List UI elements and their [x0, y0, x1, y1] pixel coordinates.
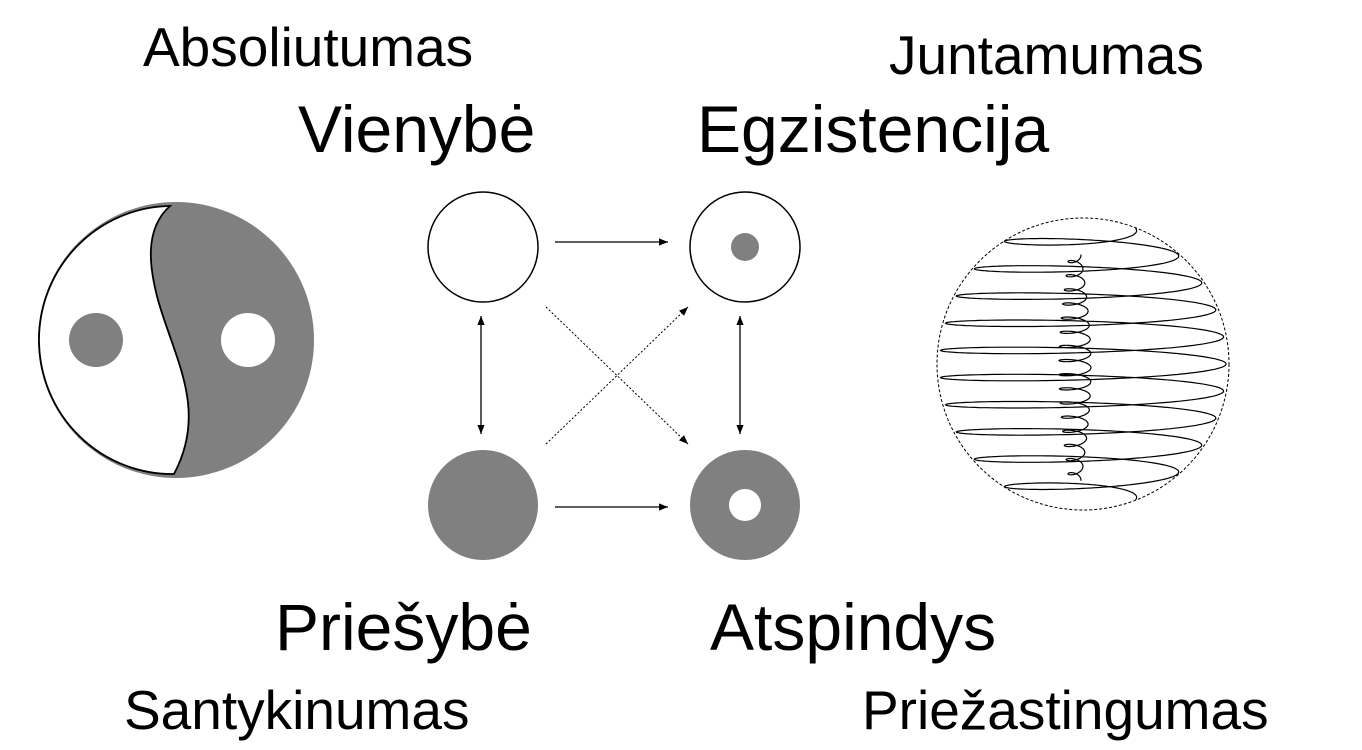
reflection-hole [729, 489, 761, 521]
yin-yang-icon [38, 202, 314, 478]
yin-dot [69, 313, 123, 367]
unity-circle [427, 191, 539, 303]
label-juntamumas: Juntamumas [889, 24, 1204, 86]
opposition-circle [428, 450, 538, 560]
label-priezastingumas: Priežastingumas [862, 679, 1269, 741]
dotted-arrow-opposition-to-existence [545, 306, 689, 445]
label-atspindys: Atspindys [710, 590, 997, 664]
label-santykinumas: Santykinumas [124, 679, 470, 741]
dotted-arrow-unity-to-reflection [545, 306, 689, 445]
existence-circle [689, 191, 801, 303]
existence-core [731, 233, 759, 261]
label-absoliutumas: Absoliutumas [143, 16, 474, 78]
label-vienybe: Vienybė [298, 92, 536, 166]
label-egzistencija: Egzistencija [697, 92, 1050, 166]
label-priesybe: Priešybė [275, 590, 532, 664]
yang-dot [221, 313, 275, 367]
reflection-circle [690, 450, 800, 560]
spiral-sphere-icon [936, 217, 1230, 511]
